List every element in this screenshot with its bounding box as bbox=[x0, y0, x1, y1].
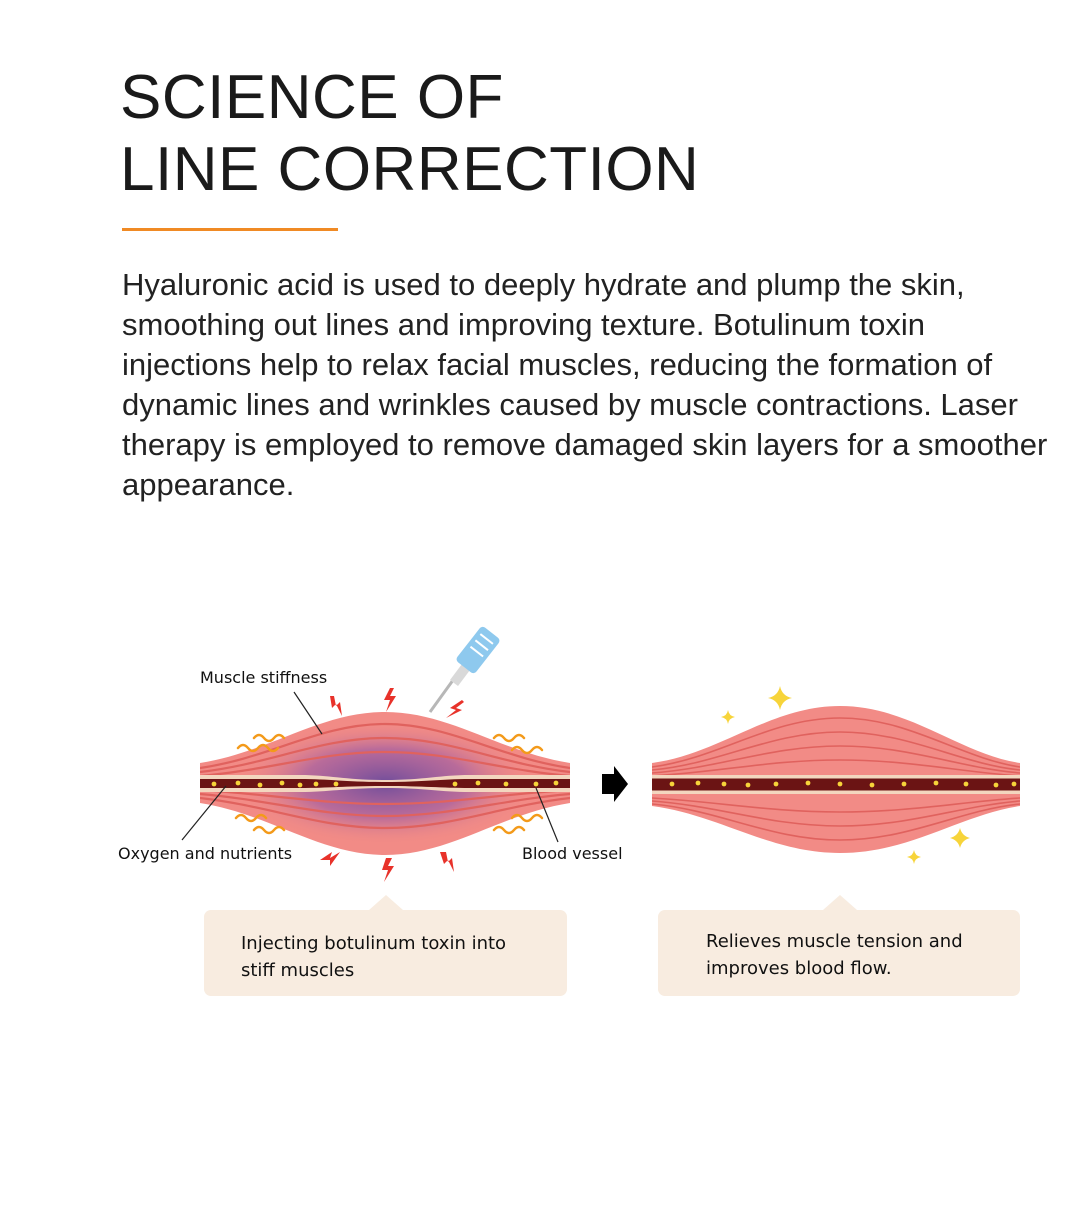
arrow-right-icon bbox=[602, 766, 628, 802]
label-oxygen-nutrients: Oxygen and nutrients bbox=[118, 844, 292, 863]
nutrient-dots-left bbox=[211, 780, 559, 788]
stress-sparks bbox=[320, 688, 464, 882]
sparkle-icons bbox=[721, 686, 970, 864]
title-line-2: LINE CORRECTION bbox=[120, 135, 700, 204]
muscle-diagram: Muscle stiffness Oxygen and nutrients Bl… bbox=[118, 626, 1020, 882]
caption-pointer bbox=[369, 895, 403, 910]
caption-pointer bbox=[823, 895, 857, 910]
caption-relief: Relieves muscle tension and improves blo… bbox=[658, 895, 1020, 996]
caption-relief-line-2: improves blood flow. bbox=[706, 958, 892, 979]
label-blood-vessel: Blood vessel bbox=[522, 844, 623, 863]
caption-injection: Injecting botulinum toxin into stiff mus… bbox=[204, 895, 567, 996]
nutrient-dots-right bbox=[669, 780, 1017, 788]
relaxed-muscle bbox=[652, 686, 1020, 864]
page-title: SCIENCE OF LINE CORRECTION bbox=[120, 62, 699, 206]
syringe-icon bbox=[428, 626, 500, 713]
stiff-muscle: Muscle stiffness Oxygen and nutrients Bl… bbox=[118, 626, 623, 882]
label-muscle-stiffness: Muscle stiffness bbox=[200, 668, 327, 687]
intro-paragraph: Hyaluronic acid is used to deeply hydrat… bbox=[122, 267, 1048, 502]
tension-squiggles bbox=[234, 733, 544, 835]
title-line-1: SCIENCE OF bbox=[120, 63, 504, 132]
caption-injection-line-2: stiff muscles bbox=[241, 960, 355, 981]
caption-injection-line-1: Injecting botulinum toxin into bbox=[241, 933, 507, 954]
title-accent-rule bbox=[122, 228, 338, 231]
caption-relief-line-1: Relieves muscle tension and bbox=[706, 931, 963, 952]
